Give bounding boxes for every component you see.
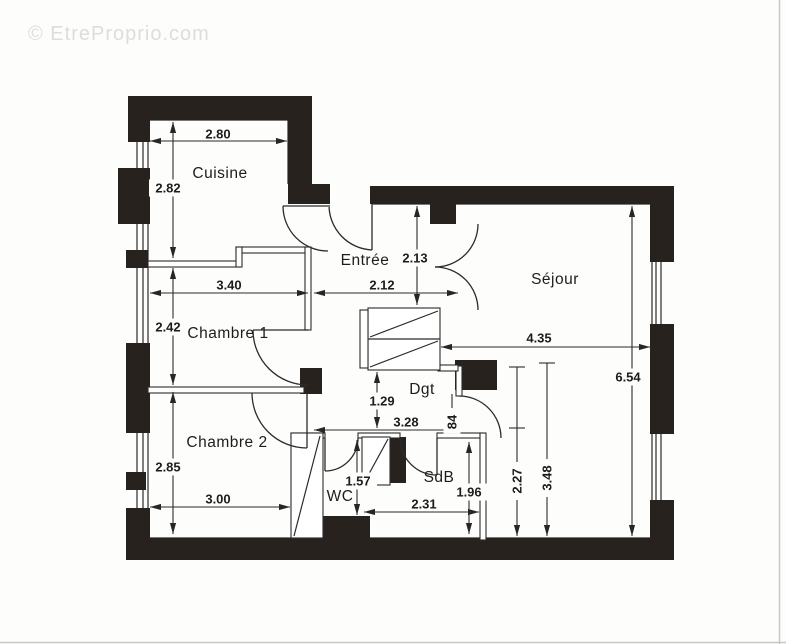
dimension-label-bg [508,462,526,500]
room-label: Chambre 2 [186,434,267,451]
wall-segment [126,250,148,268]
door-arc-entry [328,204,373,251]
door-arc-hall-living [458,395,502,439]
room-label: SdB [424,469,455,486]
dimension-label-bg [609,368,647,386]
dimension-label: 3.40 [216,278,241,293]
dimension-label-bg [396,249,434,267]
dimension: 6.54 [609,206,647,536]
wall-pier [322,516,370,540]
dimension-label-bg [149,179,187,197]
room-label: Chambre 1 [187,325,268,342]
wall-segment [650,324,674,434]
wall-pier [390,437,406,483]
dimension-label: 2.80 [205,127,230,142]
dimension: 3.28 [314,415,456,434]
wall-segment [126,472,146,490]
dimension-label: 2.12 [369,278,394,293]
wall-segment [128,538,672,560]
wall-segment [128,96,150,142]
watermark: © EtreProprio.com [28,23,210,45]
dimension-label: 3.48 [540,465,555,490]
dimension: 2.13 [396,206,434,305]
door-arc-bedroom2 [251,392,308,449]
door-arc-kitchen [282,205,329,252]
dimension: 1.29 [363,372,401,428]
dimension-label: 4.35 [526,331,551,346]
dimension-label: 1.96 [456,485,481,500]
wall-pier [300,368,322,394]
dimension: 2.27 [508,366,526,536]
walls-layer [118,96,674,560]
dimension-label: 1.57 [345,474,370,489]
dimension-label: 2.85 [155,460,180,475]
dimension-label-bg [363,392,401,410]
closet-door-leaf [359,309,369,369]
dimension-label-bg [149,318,187,336]
wall-segment [288,96,312,192]
wall-segment [126,343,150,433]
dimension: 3.40 [150,278,308,297]
dimension-label: 2.27 [510,468,525,493]
wall-segment [128,96,312,120]
dimension: 2.12 [314,278,458,297]
dimension-label: 1.29 [369,394,394,409]
closet-diagonal [293,435,321,537]
room-label: Cuisine [192,165,247,182]
partition-wall [304,246,312,331]
dimension-label-bg [443,410,461,434]
dimension-label: 2.42 [155,320,180,335]
partition-wall [147,260,241,268]
room-label: WC [327,488,354,505]
door-arc-bathroom [399,437,438,476]
dimension-label: 6.54 [615,370,641,385]
dimension-label: 2.31 [411,497,436,512]
dimension: 4.35 [441,331,650,351]
dimension: 3.00 [150,492,290,511]
room-label: Dgt [409,381,435,398]
wall-segment [370,186,672,204]
dimension: 2.80 [150,127,287,145]
wall-segment [288,184,330,204]
wall-segment [118,168,150,224]
door-arc-living-double-top [434,223,479,268]
dimension-label: 3.00 [205,492,230,507]
dimension: 1.57 [339,440,377,515]
dimension-label-bg [450,483,488,501]
dimension: 2.31 [364,497,479,516]
dimension-label: 84 [445,414,460,429]
door-arc-living-double-bottom [434,266,479,311]
closet-diagonal [369,340,439,368]
dimension-label: 2.13 [402,251,427,266]
dimension: 3.48 [538,362,556,536]
wall-segment [650,186,674,262]
dimension: 2.82 [149,122,187,258]
partition-wall [436,432,484,439]
partition-wall [437,364,459,372]
dimension: 1.96 [450,442,488,534]
door-arc-wc [324,437,359,472]
dimension: 84 [443,394,461,434]
dimension: 2.42 [149,268,187,385]
partition-wall [147,386,305,394]
dimension-label-bg [538,459,556,497]
dimension-label: 2.82 [155,181,180,196]
door-arc-bedroom1 [252,329,309,386]
dimension-label-bg [149,458,187,476]
partition-wall [235,246,243,268]
closet-diagonal [369,310,439,338]
room-label: Séjour [531,271,579,288]
dimension-label: 3.28 [393,415,418,430]
partition-wall [235,246,309,254]
dimension: 2.85 [149,392,187,534]
wall-segment [430,204,456,224]
room-label: Entrée [341,252,390,269]
dimension-label-bg [339,472,377,490]
dimensions-layer: 2.80 2.82 3.40 2.12 2.13 2.42 2.85 3.00 4.35 6.54… [149,122,650,536]
